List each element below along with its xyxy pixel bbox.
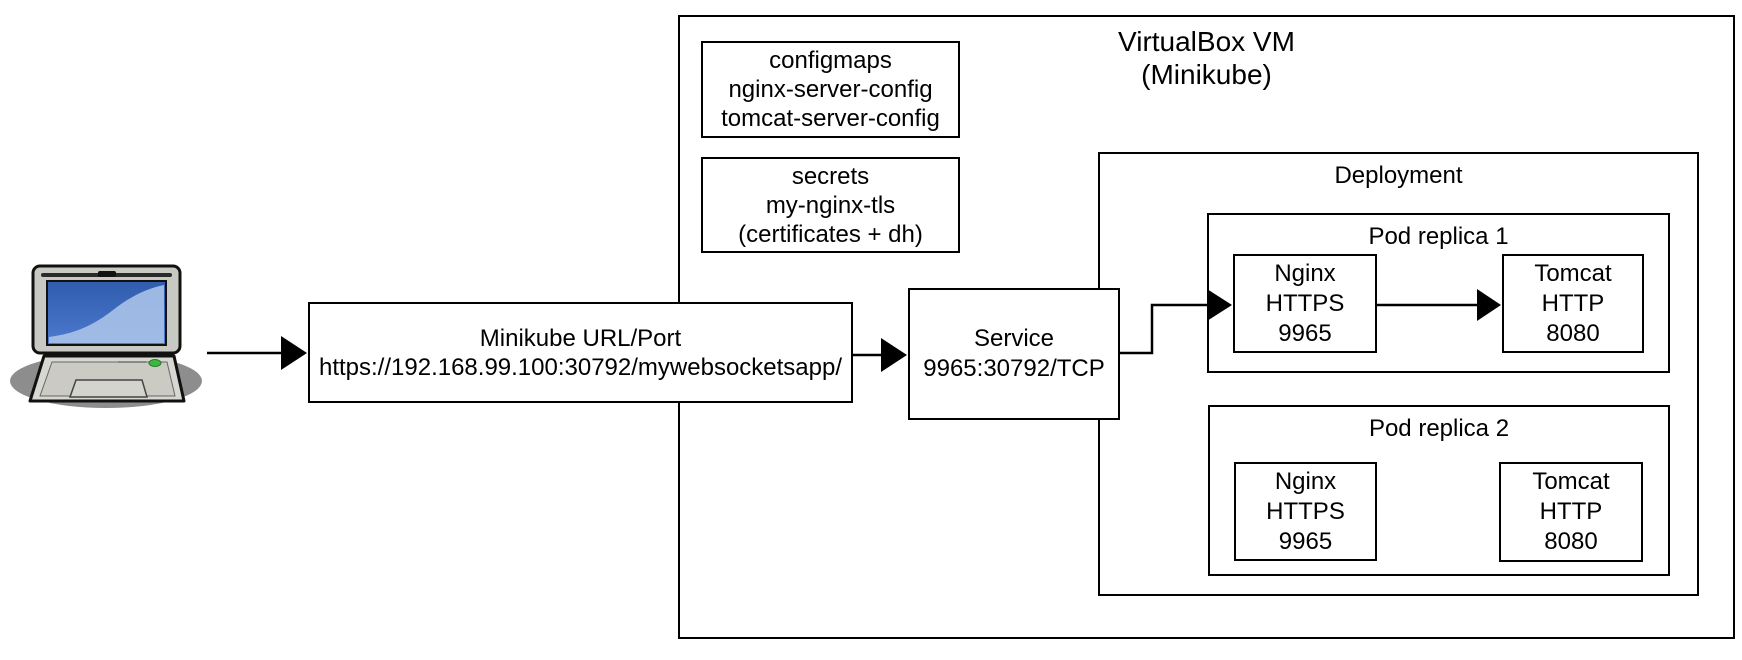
minikube-url-title: Minikube URL/Port [479,324,682,352]
nginx-pod2-port: 9965 [1278,527,1333,555]
secrets-node: secrets my-nginx-tls (certificates + dh) [701,157,960,253]
pod-replica-1-container: Pod replica 1 [1207,213,1670,373]
nginx-pod1-port: 9965 [1278,319,1332,347]
nginx-pod2-name: Nginx [1274,467,1337,495]
tomcat-pod2-protocol: HTTP [1539,498,1603,525]
deployment-title: Deployment [1334,162,1463,189]
tomcat-pod2-name: Tomcat [1532,468,1610,495]
laptop-screen-glare [49,285,164,343]
tomcat-pod2-port: 8080 [1544,528,1598,555]
tomcat-node-pod1: Tomcat HTTP 8080 [1502,254,1644,353]
laptop-touchpad [68,379,149,398]
nginx-node-pod2: Nginx HTTPS 9965 [1234,462,1377,561]
tomcat-pod1-name: Tomcat [1534,259,1612,287]
configmaps-title: configmaps [769,47,892,74]
secrets-item-tls: my-nginx-tls [765,191,896,219]
service-ports: 9965:30792/TCP [923,355,1105,382]
pod-replica-1-title: Pod replica 1 [1368,223,1509,250]
tomcat-node-pod2: Tomcat HTTP 8080 [1499,462,1643,562]
nginx-node-pod1: Nginx HTTPS 9965 [1233,254,1377,353]
tomcat-pod1-port: 8080 [1546,319,1600,347]
vm-title-line2: (Minikube) [1141,59,1272,90]
laptop-icon [10,264,202,408]
laptop-power-led-icon [148,359,162,367]
arrow-nginx-to-tomcat-icon [1376,289,1501,321]
pod-replica-2-title: Pod replica 2 [1368,415,1510,442]
secrets-title: secrets [791,162,870,190]
configmaps-item-nginx: nginx-server-config [728,76,933,103]
service-title: Service [973,325,1055,352]
deployment-container: Deployment [1098,152,1699,596]
nginx-pod2-protocol: HTTPS [1266,497,1345,525]
configmaps-item-tomcat: tomcat-server-config [721,105,940,132]
tomcat-pod1-protocol: HTTP [1541,289,1605,317]
nginx-pod1-protocol: HTTPS [1265,289,1345,317]
arrow-service-to-nginx-icon [1119,289,1232,355]
pod-replica-2-container: Pod replica 2 [1208,405,1670,576]
arrow-url-to-service-icon [853,338,907,372]
arrow-client-to-url-icon [207,336,307,370]
service-node: Service 9965:30792/TCP [908,288,1120,420]
configmaps-node: configmaps nginx-server-config tomcat-se… [701,41,960,138]
vm-title-line1: VirtualBox VM [1118,26,1295,57]
virtualbox-vm-container: VirtualBox VM (Minikube) [678,15,1735,639]
secrets-item-certs: (certificates + dh) [738,220,923,248]
nginx-pod1-name: Nginx [1274,259,1336,287]
minikube-url-node: Minikube URL/Port https://192.168.99.100… [308,302,853,403]
laptop-latch [98,271,116,277]
minikube-url-address: https://192.168.99.100:30792/mywebsocket… [318,353,843,381]
vm-title: VirtualBox VM (Minikube) [680,25,1733,91]
